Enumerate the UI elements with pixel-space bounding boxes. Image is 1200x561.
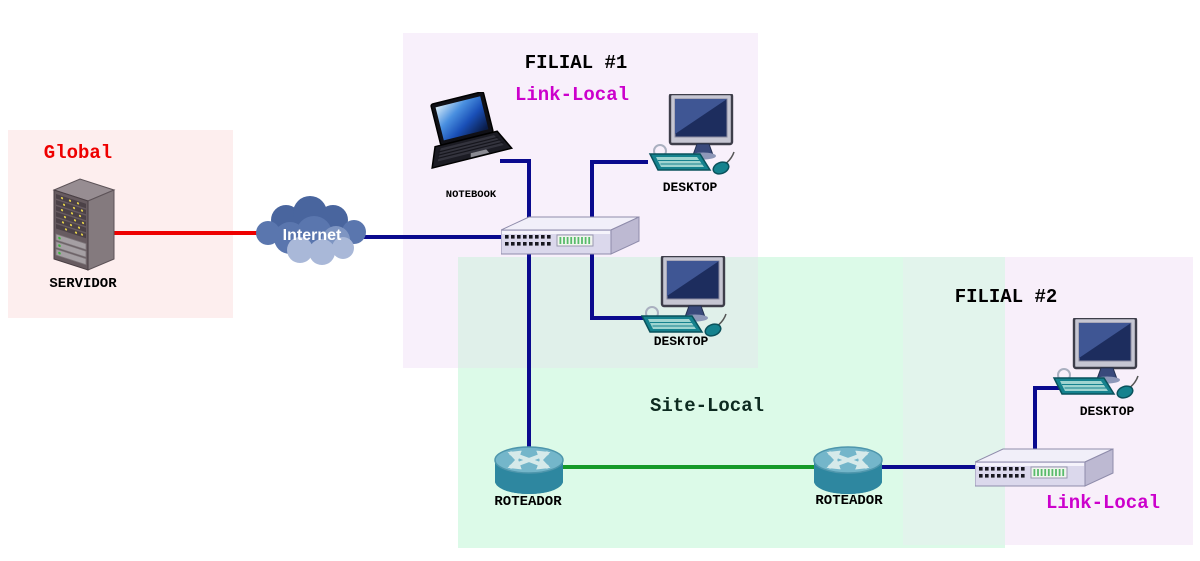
link-desktop3-switch2 bbox=[1033, 386, 1060, 460]
desktop-icon bbox=[1048, 318, 1146, 404]
server-label: SERVIDOR bbox=[49, 276, 117, 292]
laptop-icon bbox=[420, 91, 520, 184]
notebook-label: NOTEBOOK bbox=[445, 189, 497, 201]
zone-global-label: Global bbox=[43, 142, 113, 164]
zone-filial2-linklocal-label: Link-Local bbox=[1045, 492, 1161, 514]
desktop-label: DESKTOP bbox=[1079, 404, 1135, 419]
internet-label: Internet bbox=[283, 227, 342, 244]
zone-filial1-linklocal-label: Link-Local bbox=[514, 84, 630, 106]
desktop-icon bbox=[636, 256, 734, 342]
server-icon bbox=[52, 172, 116, 276]
switch-icon bbox=[501, 216, 641, 256]
router-label: ROTEADOR bbox=[815, 493, 883, 509]
desktop-label: DESKTOP bbox=[653, 334, 709, 349]
zone-overlap-filial2-sitelocal bbox=[903, 257, 1005, 545]
link-notebook-switch1-router1 bbox=[500, 159, 531, 450]
zone-global bbox=[8, 130, 233, 318]
router-label: ROTEADOR bbox=[494, 494, 562, 510]
zone-filial2-title: FILIAL #2 bbox=[954, 286, 1058, 308]
zone-sitelocal-label: Site-Local bbox=[649, 395, 765, 417]
router-icon bbox=[810, 445, 886, 497]
internet-cloud-icon: Internet bbox=[250, 194, 374, 282]
switch-icon bbox=[975, 448, 1115, 488]
desktop-icon bbox=[644, 94, 742, 180]
zone-filial1-title: FILIAL #1 bbox=[524, 52, 628, 74]
router-icon bbox=[491, 445, 567, 497]
desktop-label: DESKTOP bbox=[662, 180, 718, 195]
